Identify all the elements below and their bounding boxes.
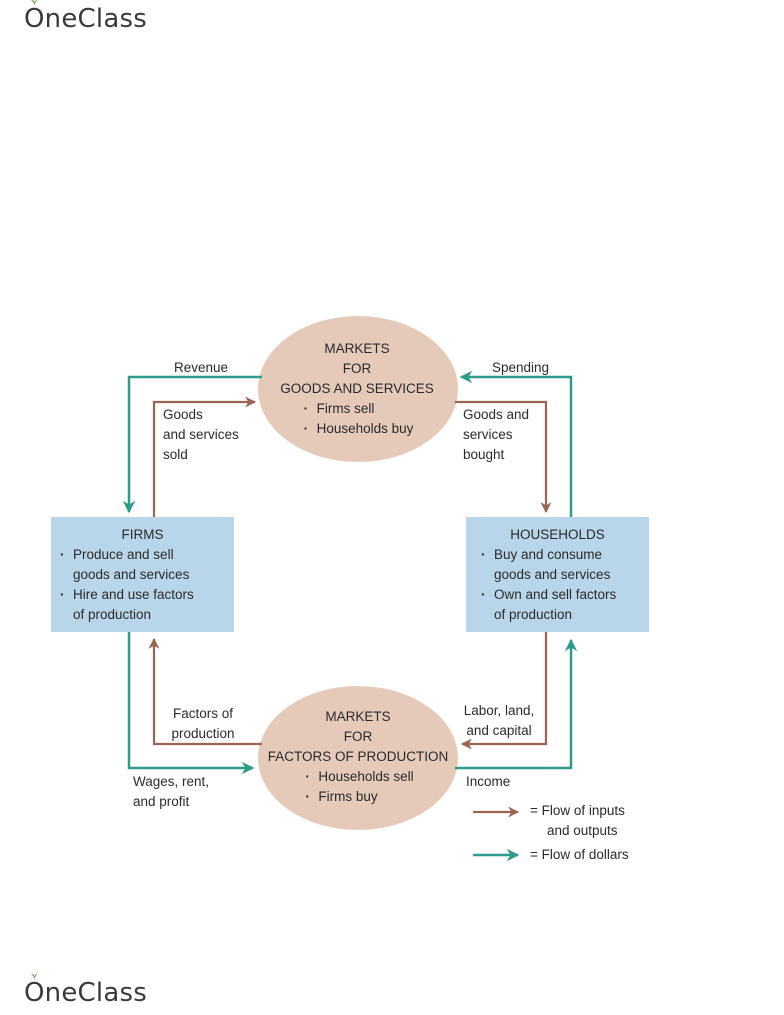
goods-sold-line: Goods <box>163 407 203 422</box>
factor-market-bullets: Households sell Firms buy <box>302 767 413 807</box>
legend-inputs-label: = Flow of inputs and outputs <box>530 801 625 841</box>
revenue-label: Revenue <box>174 360 229 375</box>
labor-flow-arrow <box>460 632 548 750</box>
legend-dollars-label: = Flow of dollars <box>530 847 629 862</box>
goods-bought-line: services <box>463 427 513 442</box>
oneclass-logo-top: OneClass <box>24 0 147 34</box>
logo-text: OneClass <box>24 978 147 1008</box>
wages-line: and profit <box>133 794 190 809</box>
wages-rent-profit-label: Wages, rent, and profit <box>133 772 209 812</box>
goods-market: MARKETS FOR GOODS AND SERVICES Firms sel… <box>262 339 452 439</box>
goods-market-line: GOODS AND SERVICES <box>280 381 434 396</box>
spending-flow-arrow <box>459 370 573 517</box>
households-bullets: Buy and consume goods and services Own a… <box>478 545 649 625</box>
goods-sold-line: and services <box>163 427 239 442</box>
households-bullet-line: of production <box>494 607 573 622</box>
legend-inputs-line: = Flow of inputs <box>530 803 625 818</box>
goods-market-line: MARKETS <box>324 341 390 356</box>
logo-text: OneClass <box>24 4 147 34</box>
factor-market-bullet: Households sell <box>302 767 413 787</box>
spending-label: Spending <box>492 360 550 375</box>
income-label: Income <box>466 774 511 789</box>
goods-bought-line: bought <box>463 447 505 462</box>
households-title: HOUSEHOLDS <box>510 527 605 542</box>
leaf-icon <box>31 973 38 980</box>
households-bullet-line: Buy and consume <box>494 547 603 562</box>
goods-market-bullets: Firms sell Households buy <box>301 399 414 439</box>
firms-bullet-line: Hire and use factors <box>73 587 194 602</box>
goods-sold-flow-arrow <box>152 396 257 517</box>
wages-flow-arrow <box>127 632 255 775</box>
labor-line: and capital <box>466 723 532 738</box>
factor-market-bullet: Firms buy <box>302 787 413 807</box>
factor-market-line: MARKETS <box>325 709 391 724</box>
households-bullet-line: goods and services <box>494 567 611 582</box>
goods-bought-flow-arrow <box>455 400 552 514</box>
oneclass-logo-bottom: OneClass <box>24 973 147 1008</box>
goods-sold-line: sold <box>163 447 188 462</box>
factors-flow-arrow <box>148 637 262 746</box>
households-box: HOUSEHOLDS Buy and consume goods and ser… <box>466 517 649 632</box>
factor-market: MARKETS FOR FACTORS OF PRODUCTION Househ… <box>258 707 458 807</box>
factors-of-production-label: Factors of production <box>160 704 246 744</box>
firms-bullet: Produce and sell goods and services <box>57 545 234 585</box>
labor-line: Labor, land, <box>463 703 535 718</box>
goods-bought-label: Goods and services bought <box>463 405 529 465</box>
factor-market-line: FACTORS OF PRODUCTION <box>267 749 449 764</box>
factors-line: production <box>171 726 235 741</box>
goods-bought-line: Goods and <box>463 407 530 422</box>
factors-line: Factors of <box>172 706 234 721</box>
firms-bullet: Hire and use factors of production <box>57 585 234 625</box>
leaf-icon <box>31 0 38 6</box>
income-flow-arrow <box>455 638 578 770</box>
households-bullet-line: Own and sell factors <box>494 587 617 602</box>
legend-inputs-line: and outputs <box>547 823 618 838</box>
firms-bullets: Produce and sell goods and services Hire… <box>57 545 234 625</box>
firms-box: FIRMS Produce and sell goods and service… <box>51 517 234 632</box>
firms-bullet-line: goods and services <box>73 567 190 582</box>
goods-market-bullet: Households buy <box>301 419 414 439</box>
firms-title: FIRMS <box>121 527 164 542</box>
goods-sold-label: Goods and services sold <box>163 405 239 465</box>
goods-market-bullet: Firms sell <box>301 399 414 419</box>
wages-line: Wages, rent, <box>133 774 210 789</box>
households-bullet: Buy and consume goods and services <box>478 545 649 585</box>
factor-market-line: FOR <box>343 729 373 744</box>
revenue-flow-arrow <box>122 375 262 514</box>
households-bullet: Own and sell factors of production <box>478 585 649 625</box>
firms-bullet-line: Produce and sell <box>73 547 174 562</box>
firms-bullet-line: of production <box>73 607 152 622</box>
labor-land-capital-label: Labor, land, and capital <box>455 701 543 741</box>
goods-market-line: FOR <box>342 361 372 376</box>
